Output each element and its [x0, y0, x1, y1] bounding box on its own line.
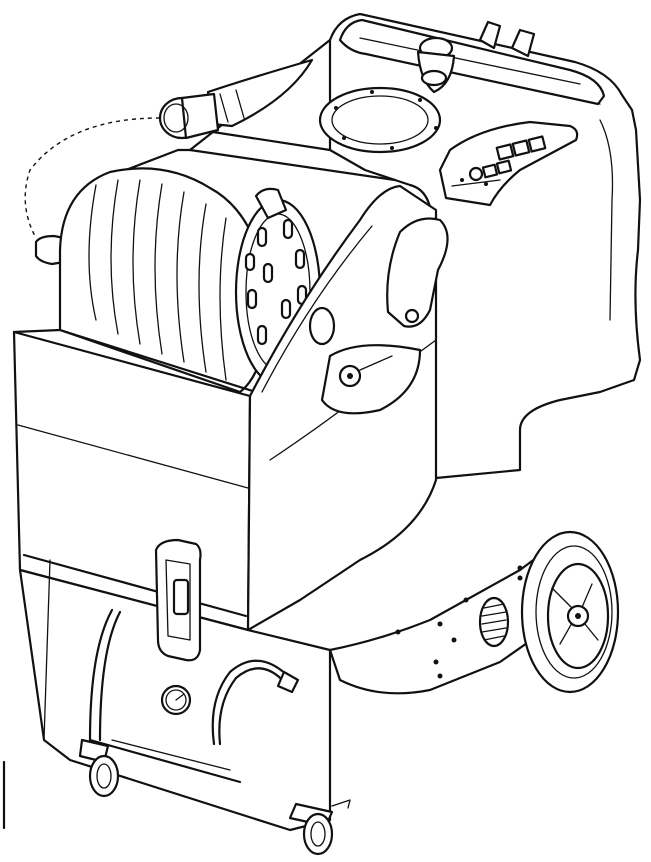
front-caster-left [78, 738, 120, 798]
round-lid [318, 86, 442, 154]
rear-wheel [520, 530, 620, 694]
top-handle [338, 18, 606, 106]
side-panel [246, 184, 449, 632]
hose-reel [34, 148, 322, 394]
control-panel [438, 120, 579, 207]
front-latch [154, 538, 202, 662]
front-caster-right [288, 799, 351, 856]
front-frame [88, 608, 242, 784]
small-hose [211, 659, 300, 746]
vacuum-hose-end [24, 58, 314, 239]
pressure-gauge [160, 684, 192, 716]
